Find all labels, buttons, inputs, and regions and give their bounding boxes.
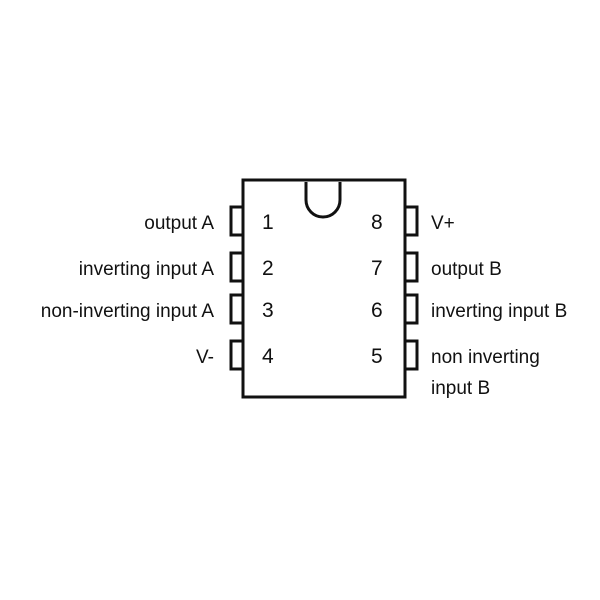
pin-6-label: inverting input B [431,301,567,322]
pin-8-label: V+ [431,213,455,234]
pin-7-label: output B [431,259,502,280]
pin-4-number: 4 [262,345,274,368]
pin-3-lead [229,293,245,325]
pin-5-label-line-1: non inverting [431,347,540,368]
pin-2-label: inverting input A [79,259,215,280]
pin-6-lead [403,293,419,325]
pin-5-number: 5 [371,345,383,368]
pin-2-lead [229,251,245,283]
pin-4-label: V- [196,347,214,368]
orientation-notch [304,182,342,219]
ic-package-body [241,178,407,399]
pin-7-lead [403,251,419,283]
pin-1-number: 1 [262,211,274,234]
pin-3-label: non-inverting input A [41,301,215,322]
pin-1-lead [229,205,245,237]
pin-7-number: 7 [371,257,383,280]
pin-1-label: output A [144,213,214,234]
pin-8-lead [403,205,419,237]
pin-4-lead [229,339,245,371]
pin-2-number: 2 [262,257,274,280]
pin-8-number: 8 [371,211,383,234]
pin-5-lead [403,339,419,371]
pin-5-label-line-2: input B [431,378,490,399]
pin-6-number: 6 [371,299,383,322]
pin-3-number: 3 [262,299,274,322]
